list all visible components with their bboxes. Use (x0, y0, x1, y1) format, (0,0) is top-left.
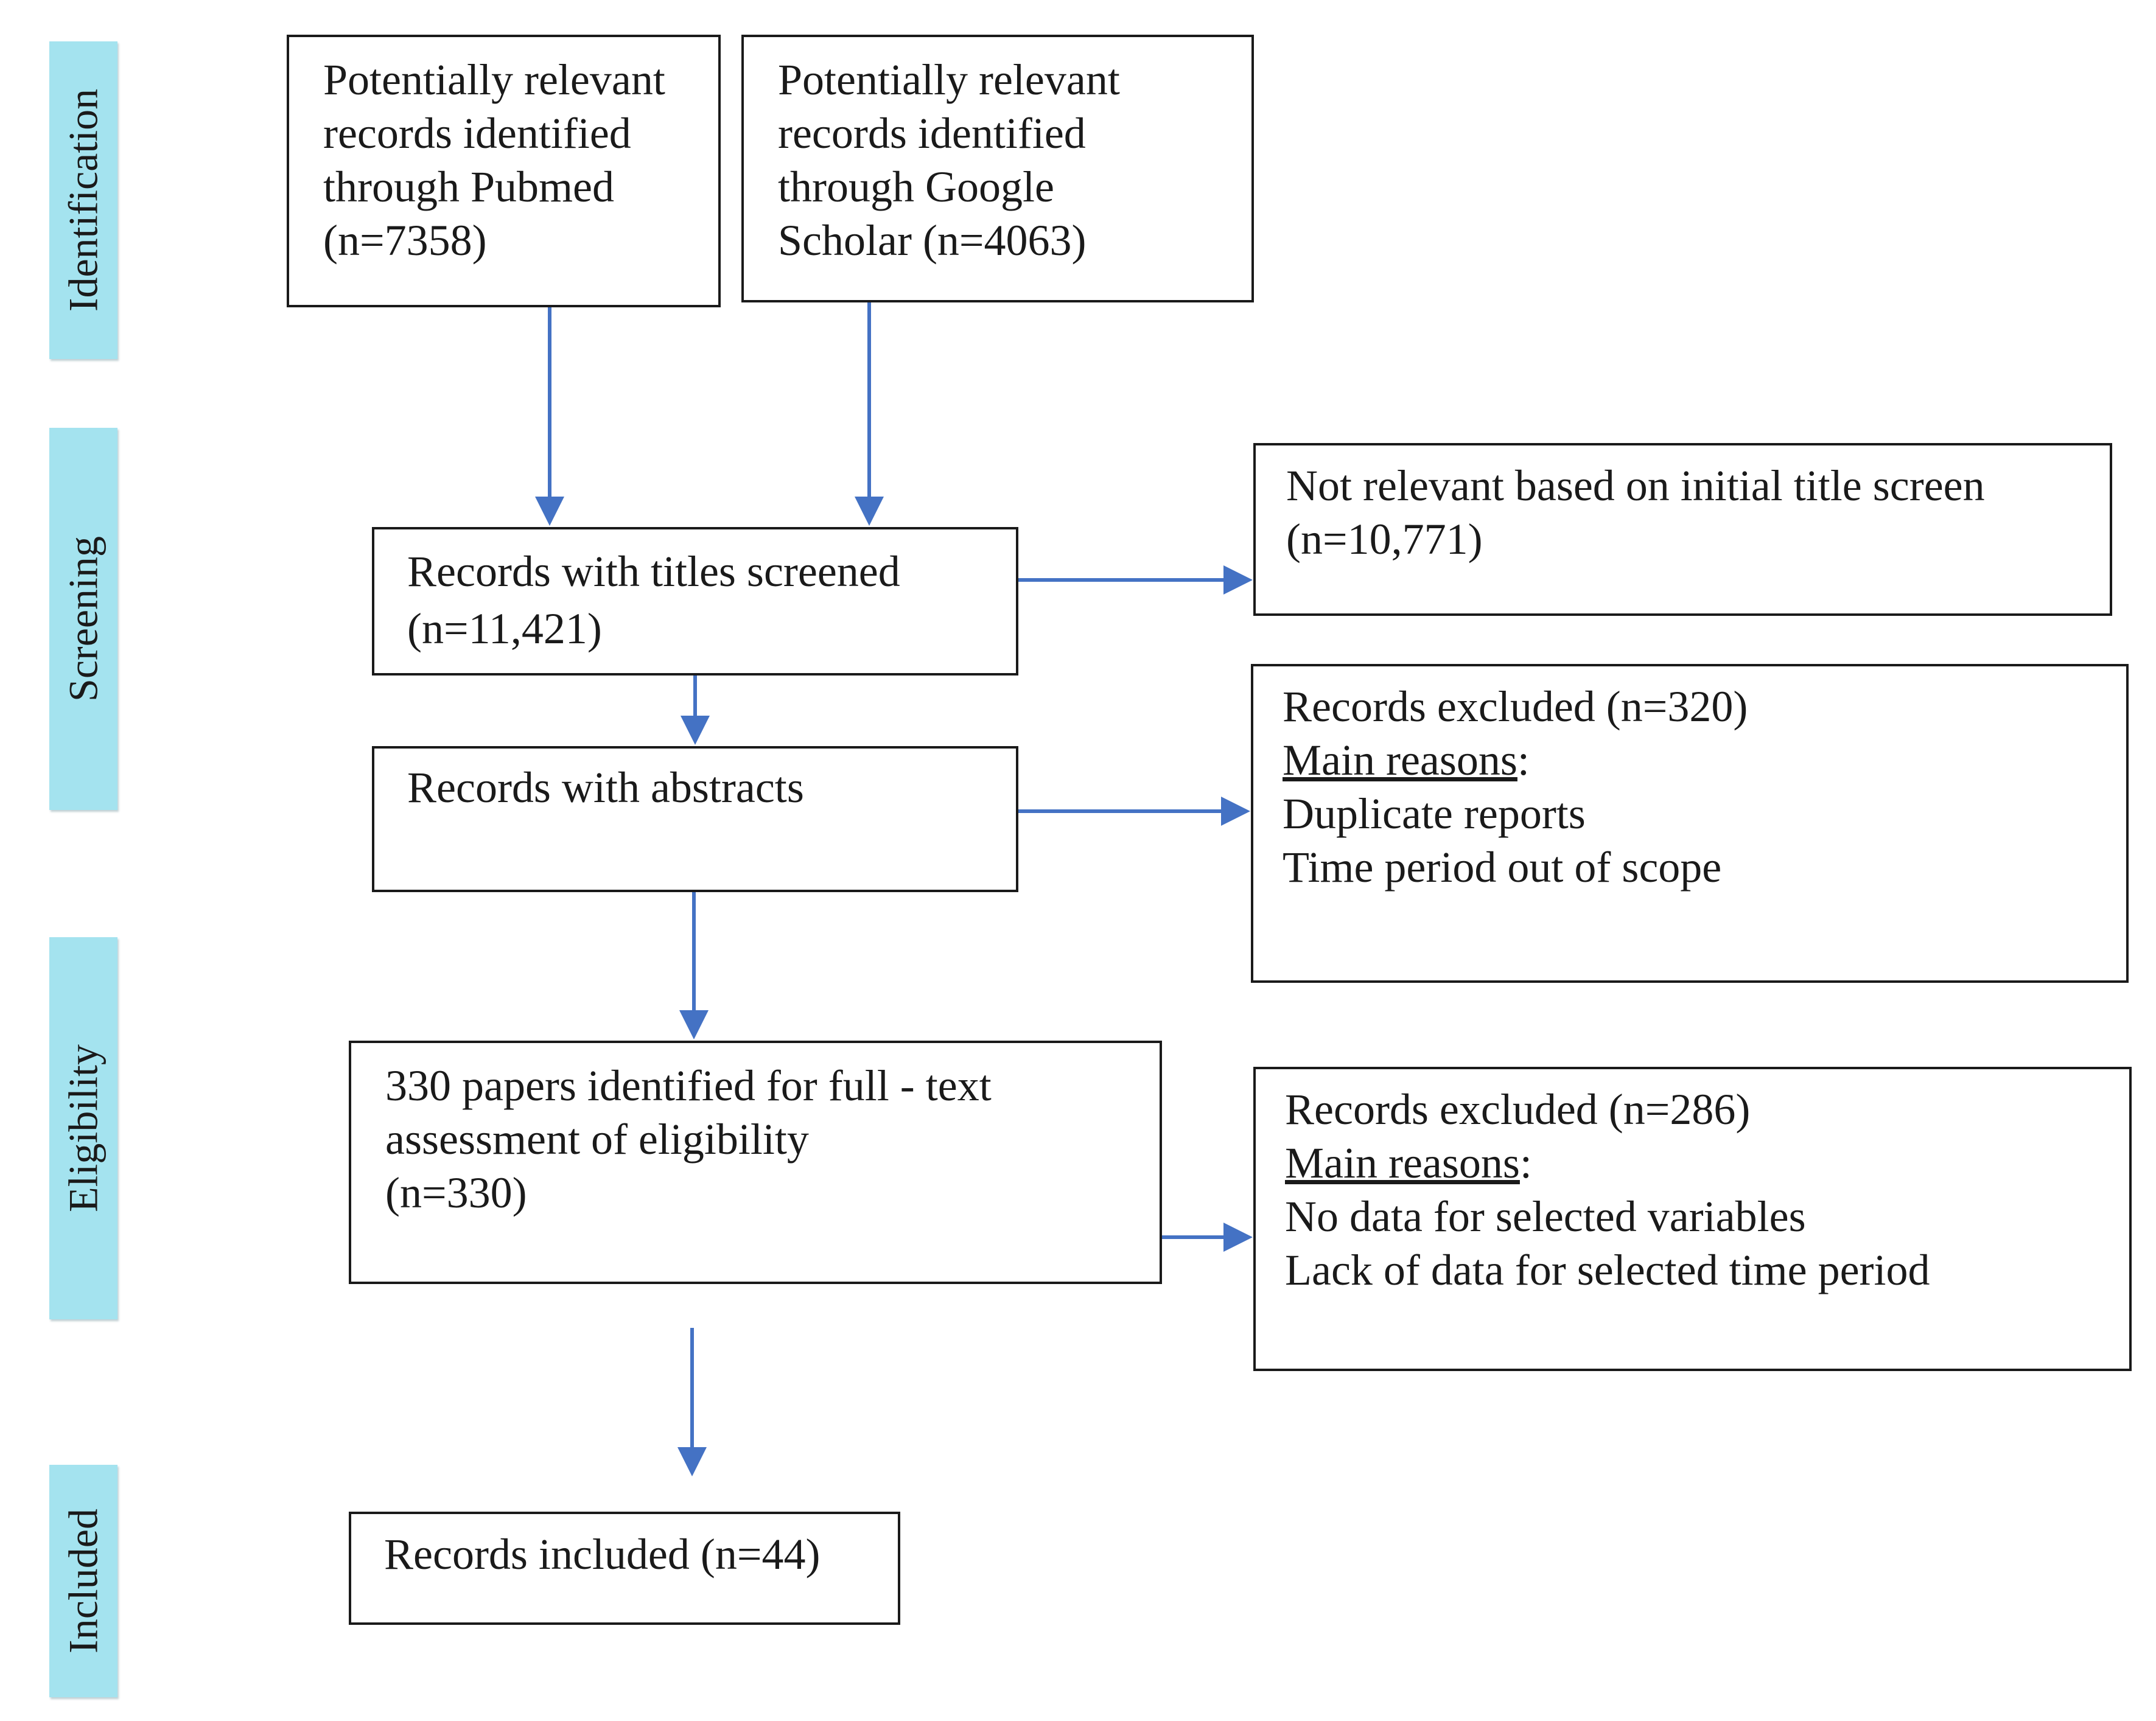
box-line: 330 papers identified for full - text (385, 1061, 992, 1110)
records-included-box: Records included (n=44) (349, 1512, 900, 1625)
box-line: Records included (n=44) (384, 1530, 821, 1579)
box-line: (n=10,771) (1286, 515, 1483, 564)
excluded-286-box: Records excluded (n=286) Main reasons: N… (1253, 1067, 2132, 1371)
reason-item: Lack of data for selected time period (1285, 1246, 1930, 1294)
box-line: Potentially relevant (323, 55, 665, 104)
reason-item: Duplicate reports (1283, 789, 1586, 838)
box-line: Potentially relevant (778, 55, 1120, 104)
stage-eligibility: Eligibility (49, 937, 117, 1319)
box-line: (n=11,421) (407, 604, 602, 653)
titles-screened-box: Records with titles screened (n=11,421) (372, 527, 1018, 675)
box-line: assessment of eligibility (385, 1115, 809, 1164)
stage-identification: Identification (49, 41, 117, 359)
main-reasons-label: Main reasons: (1283, 733, 2114, 787)
box-line: (n=330) (385, 1168, 527, 1217)
abstracts-box: Records with abstracts (372, 746, 1018, 892)
excluded-320-box: Records excluded (n=320) Main reasons: D… (1251, 664, 2129, 983)
main-reasons-label: Main reasons: (1285, 1136, 2117, 1190)
box-line: Scholar (n=4063) (778, 216, 1087, 265)
box-line: records identified (323, 109, 631, 158)
reason-item: No data for selected variables (1285, 1192, 1806, 1241)
box-line: Records with titles screened (407, 547, 900, 596)
reason-item: Time period out of scope (1283, 843, 1722, 892)
stage-included: Included (49, 1465, 117, 1697)
google-scholar-records-box: Potentially relevant records identified … (741, 35, 1254, 302)
box-line: Not relevant based on initial title scre… (1286, 461, 1985, 510)
main-reasons-text: Main reasons (1285, 1139, 1520, 1187)
not-relevant-box: Not relevant based on initial title scre… (1253, 443, 2112, 616)
box-line: Records with abstracts (407, 763, 804, 812)
box-line: through Pubmed (323, 162, 614, 211)
stage-screening: Screening (49, 428, 117, 810)
main-reasons-text: Main reasons (1283, 736, 1517, 784)
box-line: through Google (778, 162, 1054, 211)
pubmed-records-box: Potentially relevant records identified … (287, 35, 721, 307)
box-line: records identified (778, 109, 1086, 158)
excluded-heading: Records excluded (n=320) (1283, 682, 1748, 731)
full-text-assessment-box: 330 papers identified for full - text as… (349, 1041, 1162, 1284)
main-reasons-colon: : (1517, 736, 1530, 784)
excluded-heading: Records excluded (n=286) (1285, 1085, 1751, 1134)
main-reasons-colon: : (1519, 1139, 1532, 1187)
box-line: (n=7358) (323, 216, 487, 265)
